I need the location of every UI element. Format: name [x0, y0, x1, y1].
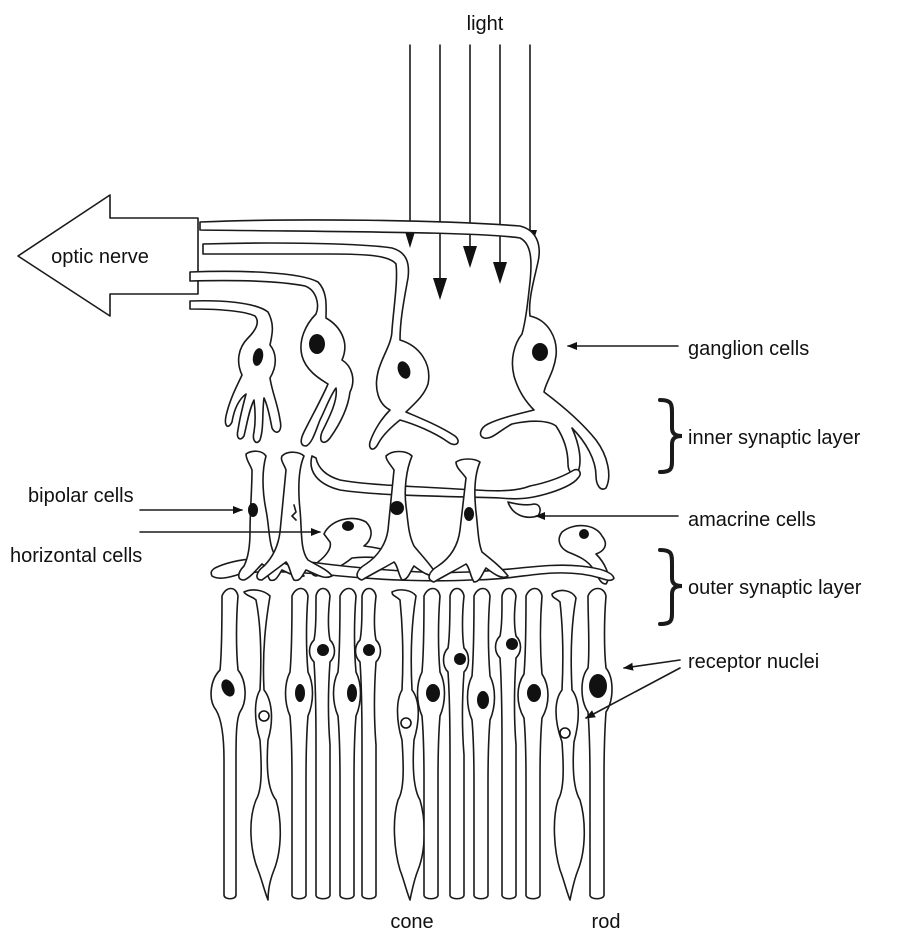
rod-label: rod [592, 911, 621, 933]
receptor-nucleus [589, 674, 607, 698]
light-ray-arrowhead [433, 278, 447, 300]
ganglion-cells [190, 220, 609, 489]
receptor-nucleus [527, 684, 541, 702]
cone-cell [392, 590, 424, 900]
cone-cell [552, 591, 584, 900]
ganglion-cell [190, 301, 281, 443]
optic-nerve-arrow: optic nerve [18, 195, 198, 316]
bipolar-nucleus [248, 503, 258, 517]
rod-cell [468, 589, 495, 899]
rod-cell [518, 589, 548, 899]
receptor-pointer-upper [624, 660, 680, 668]
rod-cell [211, 589, 245, 899]
rod-cell [310, 589, 335, 899]
bipolar-nucleus [390, 501, 404, 515]
rod-cell [582, 589, 612, 899]
bipolar-nucleus [464, 507, 474, 521]
ganglion-nucleus [309, 334, 325, 354]
cone-label: cone [390, 911, 433, 933]
bipolar-cell [357, 452, 436, 581]
light-rays [403, 45, 537, 300]
inner-synaptic-brace [660, 400, 682, 472]
inner-synaptic-layer-label: inner synaptic layer [688, 427, 861, 449]
bipolar-cells [239, 451, 508, 582]
optic-nerve-label: optic nerve [51, 246, 149, 268]
receptor-nucleus [317, 644, 329, 656]
light-ray-arrowhead [493, 262, 507, 284]
rod-cell [444, 589, 469, 899]
receptor-nucleus [560, 728, 570, 738]
horizontal-cells-label: horizontal cells [10, 545, 142, 567]
bipolar-cells-label: bipolar cells [28, 485, 134, 507]
receptor-nucleus [259, 711, 269, 721]
ganglion-nucleus [532, 343, 548, 361]
light-label: light [467, 13, 504, 35]
ganglion-cells-label: ganglion cells [688, 338, 809, 360]
receptor-nuclei-label: receptor nuclei [688, 651, 819, 673]
receptor-nucleus [363, 644, 375, 656]
receptor-nucleus [506, 638, 518, 650]
amacrine-cells-label: amacrine cells [688, 509, 816, 531]
rod-cell [496, 589, 521, 899]
outer-synaptic-brace [660, 550, 682, 624]
rod-cell [286, 589, 313, 899]
amacrine-cell [311, 456, 580, 499]
rod-cell [334, 589, 361, 899]
light-ray-arrowhead [463, 246, 477, 268]
outer-synaptic-layer-label: outer synaptic layer [688, 577, 862, 599]
receptor-nucleus [295, 684, 305, 702]
cone-cell [244, 590, 280, 900]
horizontal-nucleus [342, 521, 354, 531]
photoreceptors [211, 589, 612, 901]
rod-cell [356, 589, 381, 899]
receptor-nucleus [426, 684, 440, 702]
amacrine-cell [508, 502, 540, 517]
receptor-nucleus [347, 684, 357, 702]
receptor-nucleus [454, 653, 466, 665]
receptor-nucleus [401, 718, 411, 728]
receptor-nucleus [477, 691, 489, 709]
amacrine-nucleus [579, 529, 589, 539]
